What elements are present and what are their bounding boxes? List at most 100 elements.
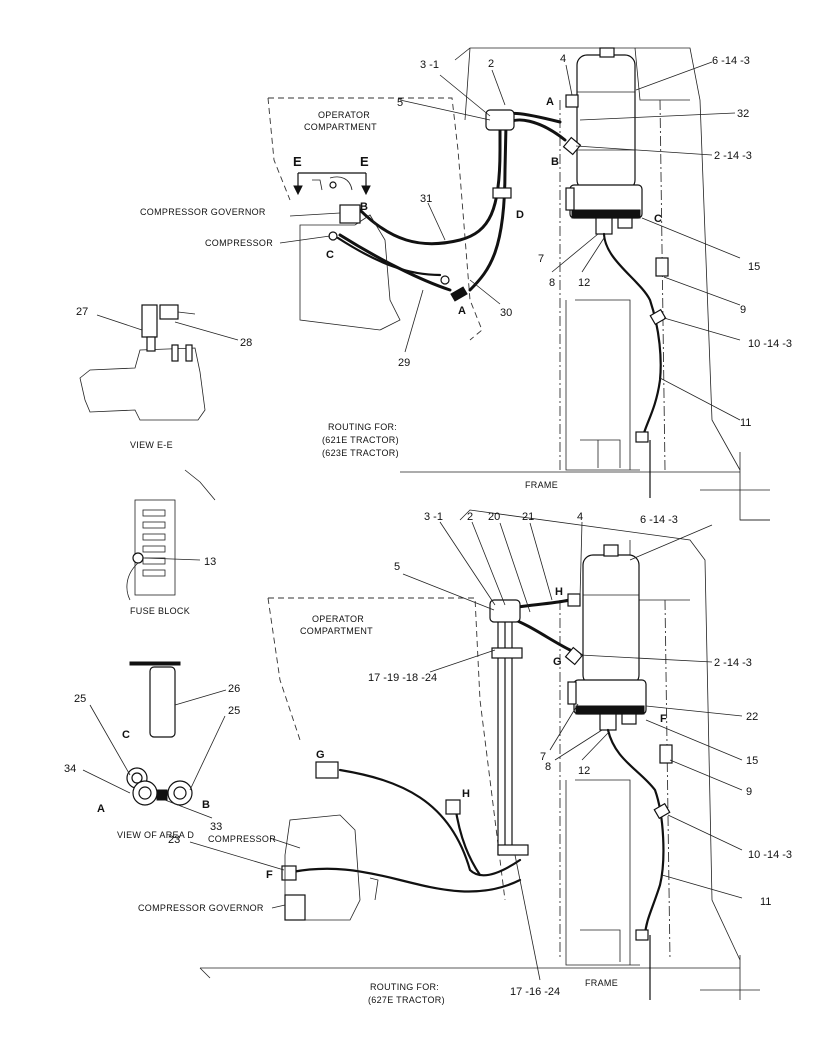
callout-15: 15	[748, 261, 760, 273]
operator-compartment-bottom-2: COMPARTMENT	[300, 626, 373, 636]
callout-3-1: 3 -1	[420, 59, 439, 71]
callout-3-1-bottom: 3 -1	[424, 511, 443, 523]
hose-g	[338, 768, 522, 877]
callout-10-14-3: 10 -14 -3	[748, 338, 792, 350]
hose-29	[336, 236, 442, 277]
operator-compartment-top-2: COMPARTMENT	[304, 122, 377, 132]
frame-line-bottom	[200, 955, 760, 1000]
bottom-routing-drawing	[189, 509, 760, 1000]
callout-7-bottom: 7	[540, 751, 546, 763]
callout-17-19-18-24: 17 -19 -18 -24	[368, 672, 437, 684]
routing-top-model-1: (621E TRACTOR)	[322, 435, 399, 445]
compressor-bottom-label: COMPRESSOR	[208, 834, 276, 844]
callout-15-bottom: 15	[746, 755, 758, 767]
callout-12-bottom: 12	[578, 765, 590, 777]
frame-dashdot-top	[559, 99, 666, 471]
callout-2-14-3: 2 -14 -3	[714, 150, 752, 162]
compressor-bottom	[284, 814, 379, 921]
operator-compartment-bottom-1: OPERATOR	[312, 614, 364, 624]
callout-23: 23	[168, 834, 180, 846]
hose-f	[290, 867, 522, 893]
callout-5: 5	[397, 97, 403, 109]
callout-29: 29	[398, 357, 410, 369]
compressor-governor-top-label: COMPRESSOR GOVERNOR	[140, 207, 266, 217]
callout-9-bottom: 9	[746, 786, 752, 798]
callout-11: 11	[740, 417, 751, 429]
letter-g-dryer: G	[553, 656, 562, 668]
callout-32: 32	[737, 108, 749, 120]
callout-27: 27	[76, 306, 88, 318]
area-letter-a: A	[97, 803, 105, 815]
area-letter-b: B	[202, 799, 210, 811]
callout-6-14-3: 6 -14 -3	[712, 55, 750, 67]
callout-11-bottom: 11	[760, 896, 771, 908]
fuse-block-drawing	[126, 499, 201, 601]
letter-d: D	[516, 209, 524, 221]
callout-8: 8	[549, 277, 555, 289]
letter-c-dryer: C	[654, 213, 662, 225]
callout-20: 20	[488, 511, 500, 523]
hose-bottom-b	[508, 616, 572, 652]
callout-25-left: 25	[74, 693, 86, 705]
view-e-e-label: VIEW E-E	[130, 440, 173, 450]
frame-bottom-label: FRAME	[585, 978, 618, 988]
top-callouts: 3 -1 2 4 6 -14 -3 5 32 2 -14 -3 7 15 8 1…	[76, 53, 792, 490]
callout-4-bottom: 4	[577, 511, 583, 523]
callout-12: 12	[578, 277, 590, 289]
view-of-area-d-label: VIEW OF AREA D	[117, 830, 194, 840]
frame-outline-top	[454, 47, 741, 471]
callout-26: 26	[228, 683, 240, 695]
letter-f-dryer: F	[660, 713, 667, 725]
top-routing-drawing	[79, 47, 770, 521]
letter-b-top: B	[551, 156, 559, 168]
hose-11	[602, 232, 662, 442]
section-e-left: E	[293, 154, 302, 169]
fuse-block-label: FUSE BLOCK	[130, 606, 190, 616]
callout-34: 34	[64, 763, 76, 775]
callout-31: 31	[420, 193, 432, 205]
operator-compartment-outline-top	[267, 97, 483, 341]
callout-4: 4	[560, 53, 566, 65]
callout-9: 9	[740, 304, 746, 316]
routing-top-title: ROUTING FOR:	[328, 422, 397, 432]
section-e-right: E	[360, 154, 369, 169]
background-marks	[184, 469, 770, 979]
frame-rail-bottom	[565, 779, 640, 966]
air-dryer-top	[569, 47, 643, 235]
callout-28: 28	[240, 337, 252, 349]
area-letter-c: C	[122, 729, 130, 741]
letter-a-hose: A	[458, 305, 466, 317]
callout-13: 13	[204, 556, 216, 568]
letter-h-top: H	[555, 586, 563, 598]
top-leaders	[279, 61, 741, 421]
frame-top-label: FRAME	[525, 480, 558, 490]
routing-bottom-title: ROUTING FOR:	[370, 982, 439, 992]
air-dryer-bottom	[573, 544, 647, 731]
view-e-e-drawing	[79, 304, 239, 421]
callout-30: 30	[500, 307, 512, 319]
callout-8-bottom: 8	[545, 761, 551, 773]
frame-rail-top	[565, 299, 640, 471]
callout-7: 7	[538, 253, 544, 265]
compressor-top	[299, 176, 450, 331]
callout-33: 33	[210, 821, 222, 833]
callout-5-bottom: 5	[394, 561, 400, 573]
letter-f-compressor: F	[266, 869, 273, 881]
compressor-top-label: COMPRESSOR	[205, 238, 273, 248]
bottom-leaders	[189, 521, 743, 981]
routing-top-model-2: (623E TRACTOR)	[322, 448, 399, 458]
letter-g-hose: G	[316, 749, 325, 761]
routing-bottom-model: (627E TRACTOR)	[368, 995, 445, 1005]
frame-line-top	[400, 452, 770, 521]
letter-a-top: A	[546, 96, 554, 108]
callout-21: 21	[522, 511, 534, 523]
callout-10-14-3-bottom: 10 -14 -3	[748, 849, 792, 861]
hose-30	[338, 118, 567, 292]
callout-6-14-3-bottom: 6 -14 -3	[640, 514, 678, 526]
callout-22: 22	[746, 711, 758, 723]
operator-compartment-top-1: OPERATOR	[318, 110, 370, 120]
hose-11-bottom	[606, 728, 665, 937]
callout-17-16-24: 17 -16 -24	[510, 986, 560, 998]
compressor-governor-bottom-label: COMPRESSOR GOVERNOR	[138, 903, 264, 913]
